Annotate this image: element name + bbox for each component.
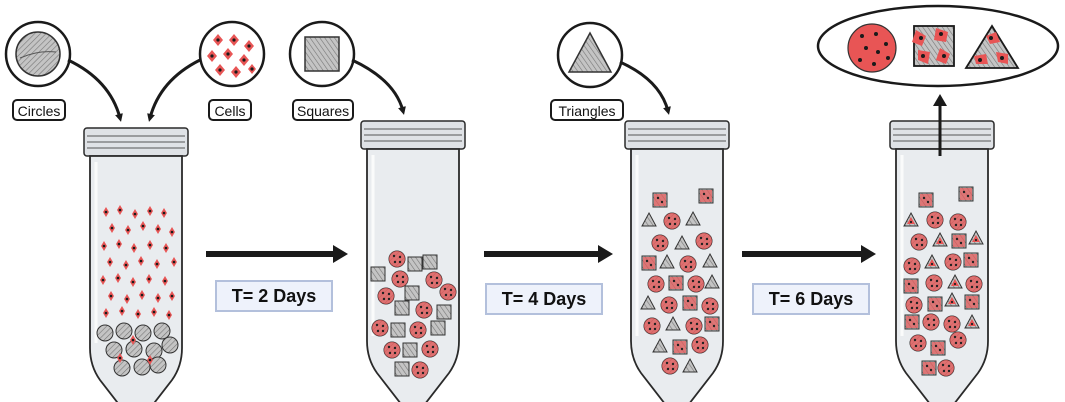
time-arrows — [206, 245, 876, 263]
time-step-6-days: T= 6 Days — [752, 283, 870, 315]
cells-label: Cells — [208, 99, 252, 121]
tube-1 — [82, 126, 190, 402]
circles-label: Circles — [12, 99, 66, 121]
time-step-4-days: T= 4 Days — [485, 283, 603, 315]
squares-label: Squares — [292, 99, 354, 121]
curved-arrows — [67, 58, 671, 122]
triangles-label: Triangles — [550, 99, 624, 121]
circle-scaffold-icon — [4, 20, 72, 88]
cells-icon — [198, 20, 266, 88]
time-step-2-days: T= 2 Days — [215, 280, 333, 312]
triangle-scaffold-icon — [556, 21, 624, 89]
combined-scaffolds-icon — [816, 4, 1060, 88]
up-arrow — [933, 94, 947, 156]
square-scaffold-icon — [288, 20, 356, 88]
